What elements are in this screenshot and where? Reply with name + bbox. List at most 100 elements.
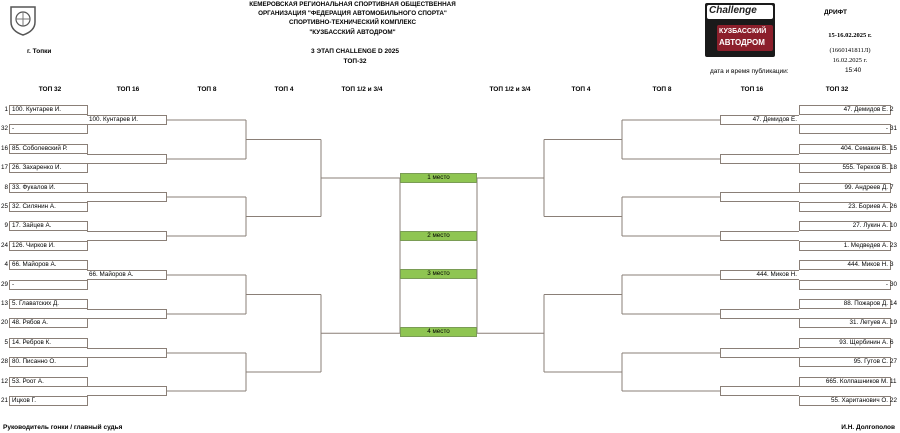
- right-top16-slot-text: [795, 232, 799, 239]
- left-top16-slot-text: [87, 310, 91, 317]
- left-top16-slot-text: [87, 232, 91, 239]
- right-top16-slot: 47. Демидов Е.: [720, 115, 799, 125]
- left-seed: 29: [0, 281, 8, 288]
- left-seed: 32: [0, 125, 8, 132]
- left-participant-text: 126. Чирков И.: [12, 242, 55, 249]
- left-seed: 9: [4, 222, 8, 229]
- right-participant: 23. Бориев А.: [799, 202, 891, 212]
- left-top16-slot-text: [87, 155, 91, 162]
- right-participant: 1. Медведев А.: [799, 241, 891, 251]
- right-seed: 14: [890, 300, 898, 307]
- left-participant: -: [9, 124, 88, 134]
- left-participant: 33. Фукалов И.: [9, 183, 88, 193]
- left-seed: 16: [0, 145, 8, 152]
- right-participant: 27. Лукин А.: [799, 221, 891, 231]
- right-seed: 27: [890, 358, 898, 365]
- right-participant-text: 93. Щербинин А.: [839, 339, 888, 346]
- left-participant: 80. Писанно О.: [9, 357, 88, 367]
- left-participant: 53. Роот А.: [9, 377, 88, 387]
- left-participant-text: 48. Рябов А.: [12, 319, 49, 326]
- logo-challenge-text: Challenge: [709, 5, 757, 16]
- right-participant-text: 55. Хаританович О.: [830, 397, 888, 404]
- left-top16-slot: 66. Майоров А.: [87, 270, 167, 280]
- left-participant-text: 32. Силянин А.: [12, 203, 56, 210]
- right-participant: 55. Хаританович О.: [799, 396, 891, 406]
- event-dates: 15-16.02.2025 г.: [828, 32, 872, 39]
- right-participant-text: 404. Семакин В.: [840, 145, 888, 152]
- right-seed: 26: [890, 203, 898, 210]
- left-top16-slot: [87, 348, 167, 358]
- right-top16-slot: [720, 309, 799, 319]
- left-seed: 8: [4, 184, 8, 191]
- right-top16-slot-text: [795, 387, 799, 394]
- left-participant-text: 33. Фукалов И.: [12, 184, 56, 191]
- left-top16-slot-text: [87, 387, 91, 394]
- logo-line-1: КУЗБАССКИЙ: [719, 28, 767, 35]
- right-top16-slot: [720, 386, 799, 396]
- left-seed: 4: [4, 261, 8, 268]
- left-participant: 32. Силянин А.: [9, 202, 88, 212]
- left-participant: 66. Майоров А.: [9, 260, 88, 270]
- left-participant: 48. Рябов А.: [9, 318, 88, 328]
- right-participant: 31. Летуев А.: [799, 318, 891, 328]
- left-top16-slot: [87, 309, 167, 319]
- left-participant-text: 53. Роот А.: [12, 378, 44, 385]
- right-seed: 30: [890, 281, 898, 288]
- right-participant-text: 47. Демидов Е.: [843, 106, 888, 113]
- right-participant-text: 31. Летуев А.: [849, 319, 888, 326]
- footer-role: Руководитель гонки / главный судья: [3, 424, 123, 431]
- right-seed: 23: [890, 242, 898, 249]
- col-left-top16: ТОП 16: [116, 86, 140, 93]
- right-participant-text: 555. Терехов В.: [842, 164, 889, 171]
- right-seed: 18: [890, 164, 898, 171]
- right-participant: 404. Семакин В.: [799, 144, 891, 154]
- place-1-label: 1 место: [400, 173, 477, 183]
- col-right-semis: ТОП 1/2 и 3/4: [489, 86, 531, 93]
- right-participant-text: 444. Миков Н.: [847, 261, 889, 268]
- event-code: (1660141811Л): [829, 47, 871, 54]
- right-participant-text: 665. Колпашников М.: [825, 378, 888, 385]
- right-participant-text: 95. Гутов С.: [853, 358, 888, 365]
- left-participant-text: 14. Ребров К.: [12, 339, 51, 346]
- left-participant-text: 26. Захаренко И.: [12, 164, 62, 171]
- right-top16-slot-text: [795, 155, 799, 162]
- right-participant-text: 27. Лукин А.: [852, 222, 888, 229]
- left-seed: 17: [0, 164, 8, 171]
- right-participant-text: -: [885, 281, 888, 288]
- left-participant: 14. Ребров К.: [9, 338, 88, 348]
- left-participant: 100. Кунтарев И.: [9, 105, 88, 115]
- left-top16-slot-text: 100. Кунтарев И.: [89, 116, 138, 123]
- city: г. Топки: [27, 48, 52, 55]
- right-seed: 15: [890, 145, 898, 152]
- left-seed: 20: [0, 319, 8, 326]
- col-left-semis: ТОП 1/2 и 3/4: [341, 86, 383, 93]
- right-top16-slot: [720, 154, 799, 164]
- right-top16-slot: [720, 348, 799, 358]
- left-participant: 26. Захаренко И.: [9, 163, 88, 173]
- right-participant: 95. Гутов С.: [799, 357, 891, 367]
- right-top16-slot-text: [795, 193, 799, 200]
- left-participant-text: 17. Зайцев А.: [12, 222, 52, 229]
- footer-judge-name: И.Н. Долгополов: [841, 424, 895, 431]
- stage-title: 3 ЭТАП CHALLENGE D 2025: [311, 48, 399, 55]
- right-participant-text: 99. Андреев Д.: [844, 184, 888, 191]
- org-line-2: ОРГАНИЗАЦИЯ "ФЕДЕРАЦИЯ АВТОМОБИЛЬНОГО СП…: [258, 10, 447, 18]
- right-top16-slot: [720, 192, 799, 202]
- left-top16-slot: [87, 192, 167, 202]
- left-seed: 21: [0, 397, 8, 404]
- left-participant: 85. Соболевский Р.: [9, 144, 88, 154]
- right-participant: 665. Колпашников М.: [799, 377, 891, 387]
- left-seed: 24: [0, 242, 8, 249]
- left-seed: 5: [4, 339, 8, 346]
- right-seed: 31: [890, 125, 898, 132]
- right-seed: 10: [890, 222, 898, 229]
- right-top16-slot-text: [795, 349, 799, 356]
- col-right-top32: ТОП 32: [825, 86, 849, 93]
- right-participant: 99. Андреев Д.: [799, 183, 891, 193]
- left-top16-slot: [87, 154, 167, 164]
- logo-line-2: АВТОДРОМ: [719, 38, 765, 47]
- col-left-top4: ТОП 4: [274, 86, 294, 93]
- left-participant: -: [9, 280, 88, 290]
- left-participant-text: 66. Майоров А.: [12, 261, 57, 268]
- place-3-label: 3 место: [400, 269, 477, 279]
